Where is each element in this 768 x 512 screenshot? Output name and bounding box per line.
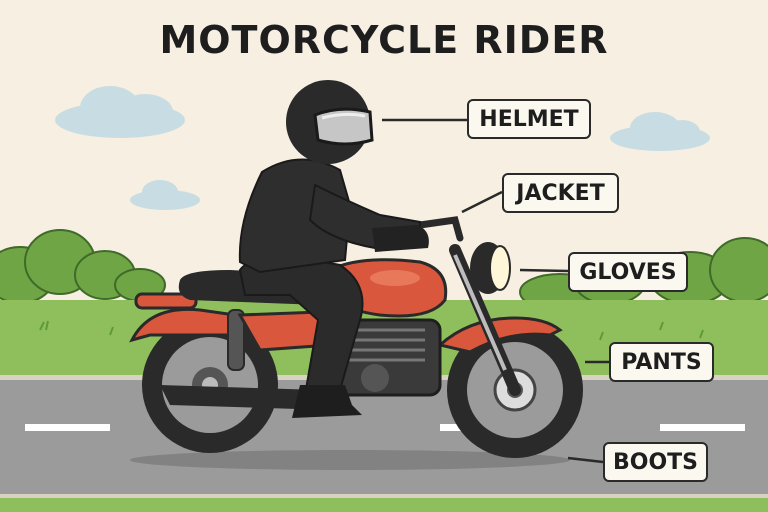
glove <box>372 225 429 252</box>
cloud <box>610 112 710 151</box>
pants-label: PANTS <box>609 342 714 382</box>
grass-bottom <box>0 498 768 512</box>
engine <box>328 318 442 397</box>
front-fender <box>436 316 563 354</box>
cloud <box>55 86 185 138</box>
gloves-leader <box>519 268 569 273</box>
jacket-label: JACKET <box>502 173 619 213</box>
shadow <box>130 450 570 470</box>
page-title: MOTORCYCLE RIDER <box>159 18 609 62</box>
handlebar <box>416 216 464 242</box>
headlight <box>470 242 511 294</box>
front-fork <box>449 244 521 396</box>
boots-leader <box>567 456 604 464</box>
tail-light <box>134 292 198 310</box>
helmet-label: HELMET <box>467 99 591 139</box>
gloves-label: GLOVES <box>568 252 688 292</box>
rear-shock <box>227 309 245 371</box>
jacket-leader <box>461 190 503 214</box>
grass-tufts <box>39 320 704 341</box>
exhaust <box>160 385 330 410</box>
rider <box>238 80 429 418</box>
leader-lines <box>382 118 609 464</box>
helmet <box>286 80 374 164</box>
cloud <box>130 180 200 210</box>
boots-label: BOOTS <box>603 442 708 482</box>
boot <box>292 385 362 418</box>
